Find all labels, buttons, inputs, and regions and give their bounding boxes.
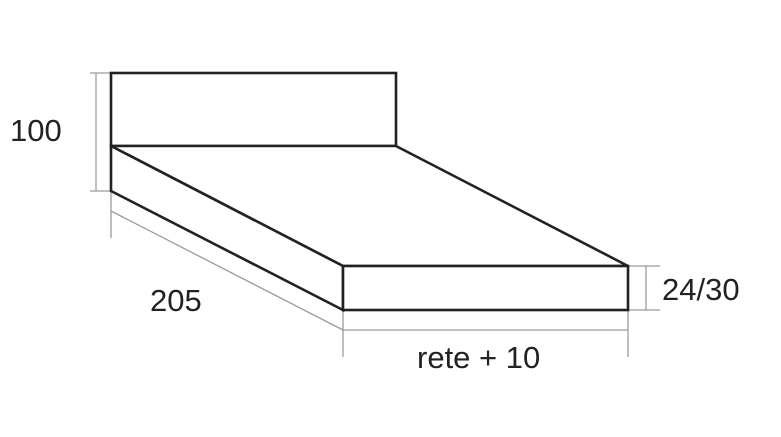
dimension-lines	[90, 72, 660, 357]
length-dimension-line	[110, 210, 344, 331]
thickness-label: 24/30	[662, 272, 740, 307]
height-label: 100	[10, 113, 62, 148]
bed-outline	[109, 71, 630, 313]
width-label: rete + 10	[417, 340, 541, 375]
length-label: 205	[150, 283, 202, 318]
bed-front	[341, 264, 630, 312]
headboard	[109, 71, 398, 148]
